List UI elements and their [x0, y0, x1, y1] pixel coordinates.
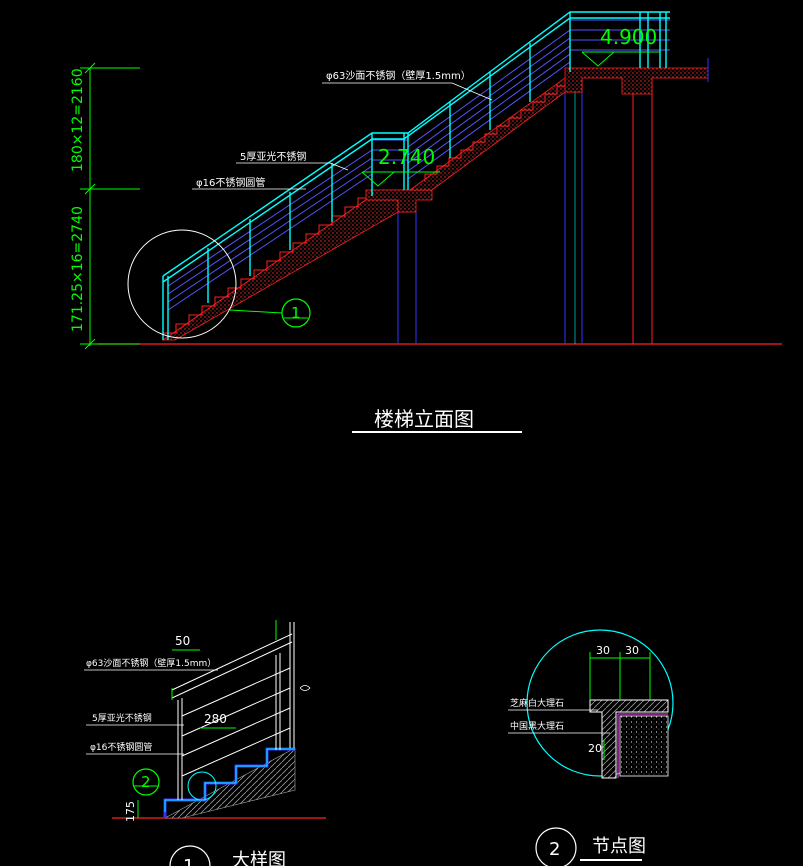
level-marker-top: 4.900 [581, 25, 660, 67]
dim-175: 175 [124, 801, 137, 822]
d1-label-tube: φ16不锈钢圆管 [90, 741, 152, 753]
detail-circle-1 [127, 229, 237, 339]
dim-upper-text: 180×12=2160 [70, 68, 86, 172]
level-top-text: 4.900 [600, 25, 657, 49]
detail1-title: 1 大样图 [169, 845, 286, 866]
svg-text:1: 1 [183, 856, 194, 866]
elevation-title: 楼梯立面图 [374, 407, 474, 431]
svg-text:1: 1 [291, 304, 301, 322]
node-circle [526, 629, 674, 777]
dim-30-a: 30 [596, 644, 610, 657]
detail2-title: 2 节点图 [535, 827, 646, 866]
detail-1: 50 280 175 φ63沙面不锈钢（壁厚1.5mm） 5厚亚光不锈钢 φ16… [84, 620, 326, 866]
upper-flight [408, 58, 709, 191]
callout-2-detail1: 2 [132, 768, 160, 796]
detail-2: 30 30 20 芝麻白大理石 中国黑大理石 2 节点图 [508, 629, 674, 866]
dim-50: 50 [175, 634, 190, 648]
elevation-labels: φ63沙面不锈钢（壁厚1.5mm） 5厚亚光不锈钢 φ16不锈钢圆管 [192, 69, 493, 190]
svg-text:节点图: 节点图 [592, 836, 646, 857]
dim-20: 20 [588, 742, 602, 755]
d1-label-handrail: φ63沙面不锈钢（壁厚1.5mm） [86, 657, 216, 669]
detail1-labels: φ63沙面不锈钢（壁厚1.5mm） 5厚亚光不锈钢 φ16不锈钢圆管 [84, 657, 218, 755]
vertical-dimension: 180×12=2160 171.25×16=2740 [70, 62, 140, 350]
label-black-marble: 中国黑大理石 [510, 720, 564, 732]
railing-infill [167, 19, 670, 311]
callout-1-elevation: 1 [281, 298, 311, 328]
svg-text:2: 2 [141, 773, 151, 791]
label-white-marble: 芝麻白大理石 [510, 697, 564, 709]
dim-30-b: 30 [625, 644, 639, 657]
level-mid-text: 2.740 [378, 145, 435, 169]
handrail [162, 11, 670, 340]
level-marker-mid: 2.740 [361, 145, 440, 187]
label-handrail: φ63沙面不锈钢（壁厚1.5mm） [326, 69, 471, 82]
svg-text:2: 2 [549, 839, 560, 860]
columns [397, 78, 653, 344]
svg-text:大样图: 大样图 [232, 850, 286, 866]
label-glass: 5厚亚光不锈钢 [240, 150, 306, 163]
d1-label-glass: 5厚亚光不锈钢 [92, 712, 152, 724]
label-tube: φ16不锈钢圆管 [196, 176, 265, 189]
lower-flight [161, 189, 433, 341]
stair-elevation: 4.900 2.740 φ63沙面不锈钢（壁厚1.5mm） 5厚亚光不锈钢 φ1… [70, 11, 782, 433]
dim-lower-text: 171.25×16=2740 [70, 206, 86, 332]
dim-280: 280 [204, 712, 227, 726]
